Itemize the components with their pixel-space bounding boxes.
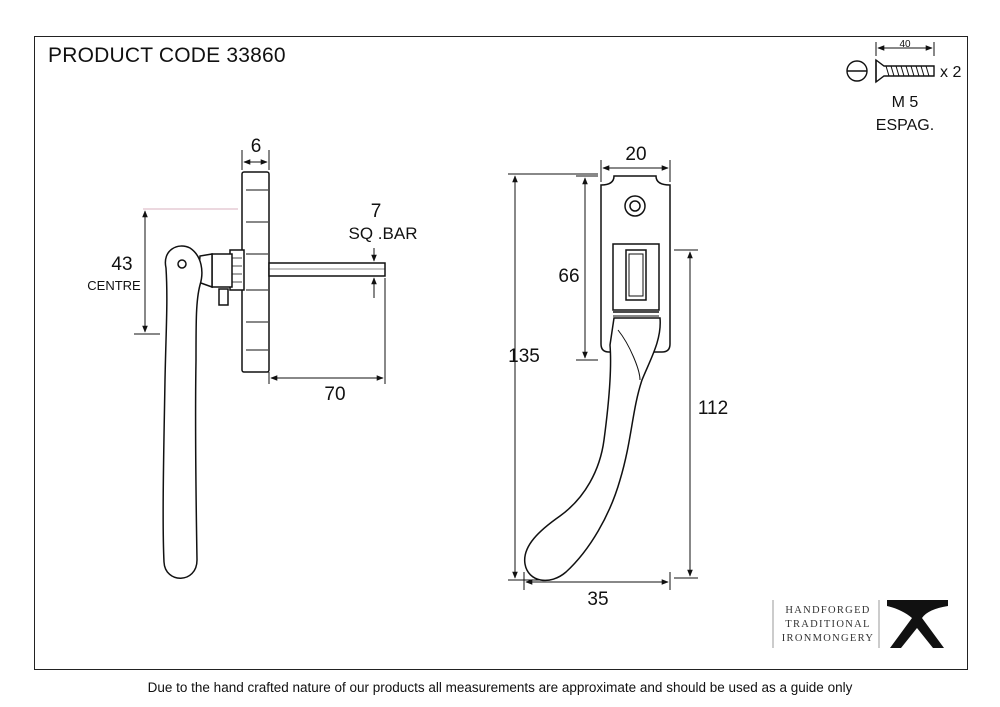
bar-length-label: 70 [324,384,345,405]
plate-thickness-label: 6 [251,136,262,157]
side-view-drawing [162,171,386,579]
screw-length-label: 40 [899,39,911,50]
centre-text-label: CENTRE [87,278,141,293]
screw-icon [846,58,935,84]
brand-line-2: TRADITIONAL [785,619,870,630]
bar-length-dimension [268,278,386,384]
screw-type-label: ESPAG. [876,117,934,134]
slot-height-label: 66 [558,266,579,287]
brand-line-1: HANDFORGED [785,605,870,616]
centre-value-label: 43 [111,254,132,275]
screw-size-label: M 5 [892,94,919,111]
handle-length-dimension [674,249,698,579]
anvil-logo-icon [887,600,948,648]
screw-quantity-label: x 2 [940,64,961,81]
drawing-frame [34,36,968,670]
plate-width-dimension [600,160,671,182]
screw-length-dimension [875,42,935,56]
plate-width-label: 20 [625,144,646,165]
bar-type-label: SQ .BAR [349,224,418,243]
slot-height-dimension [576,175,598,361]
front-view-drawing [524,175,671,582]
overall-width-label: 35 [587,589,608,610]
disclaimer-footer: Due to the hand crafted nature of our pr… [147,680,853,695]
handle-length-label: 112 [698,398,728,419]
overall-height-label: 135 [508,346,540,367]
plate-thickness-dimension [241,150,270,170]
centre-dimension [134,210,160,335]
brand-line-3: IRONMONGERY [782,633,874,644]
bar-size-label: 7 [371,201,382,222]
product-code-title: PRODUCT CODE 33860 [48,44,286,67]
overall-width-dimension [523,572,671,590]
